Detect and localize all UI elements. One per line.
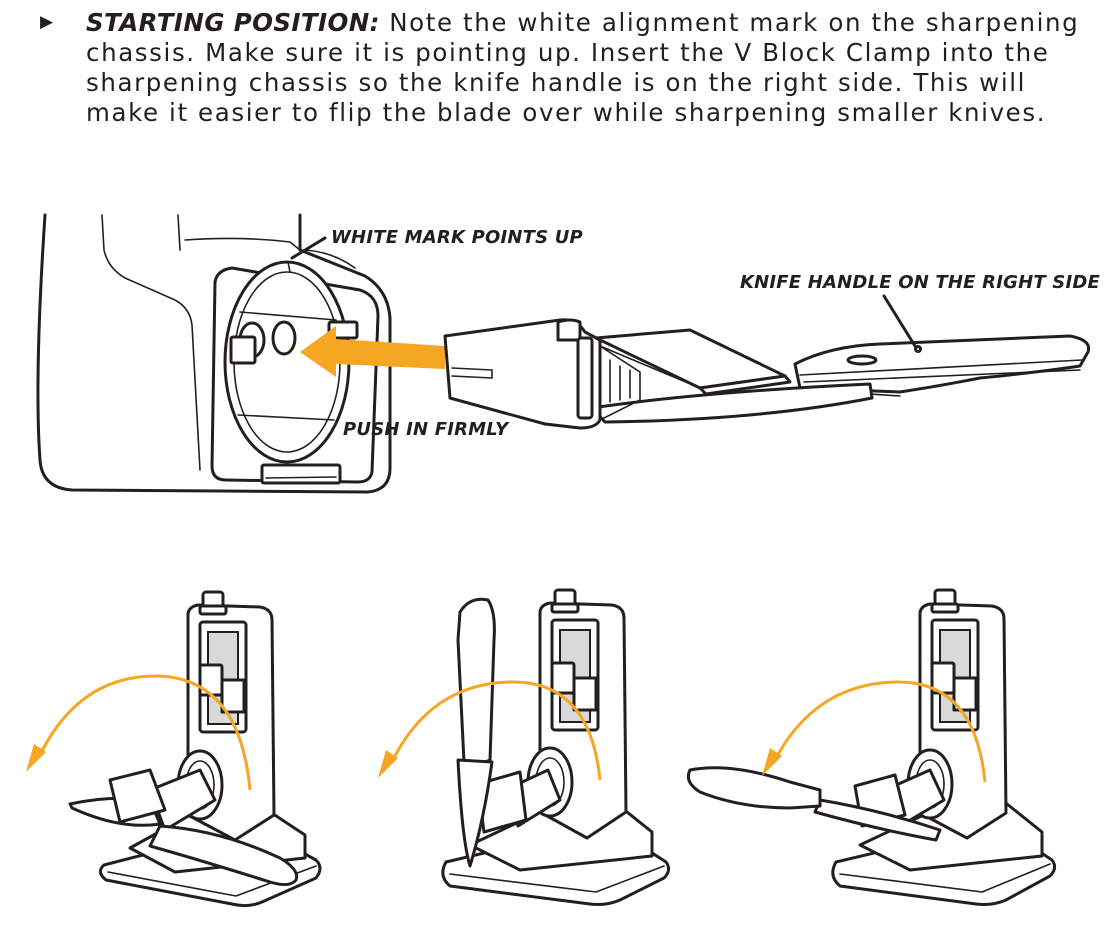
instruction-label: STARTING POSITION: (86, 8, 380, 37)
instruction-text: Note the white alignment mark on the sha… (86, 8, 1080, 127)
stand-2-illustration (378, 588, 671, 906)
instruction-paragraph: STARTING POSITION: Note the white alignm… (86, 8, 1086, 128)
callout-push-in: PUSH IN FIRMLY (343, 419, 509, 440)
triangle-bullet-icon: ▶ (40, 12, 54, 32)
callout-knife-handle: KNIFE HANDLE ON THE RIGHT SIDE (740, 272, 1100, 293)
stand-3-illustration (686, 588, 1057, 906)
v-block-clamp-illustration (443, 294, 1091, 430)
callout-white-mark: WHITE MARK POINTS UP (331, 227, 583, 248)
stand-1-illustration (26, 590, 322, 908)
insert-arrow-icon (300, 326, 445, 377)
sharpening-chassis-illustration (36, 213, 392, 494)
